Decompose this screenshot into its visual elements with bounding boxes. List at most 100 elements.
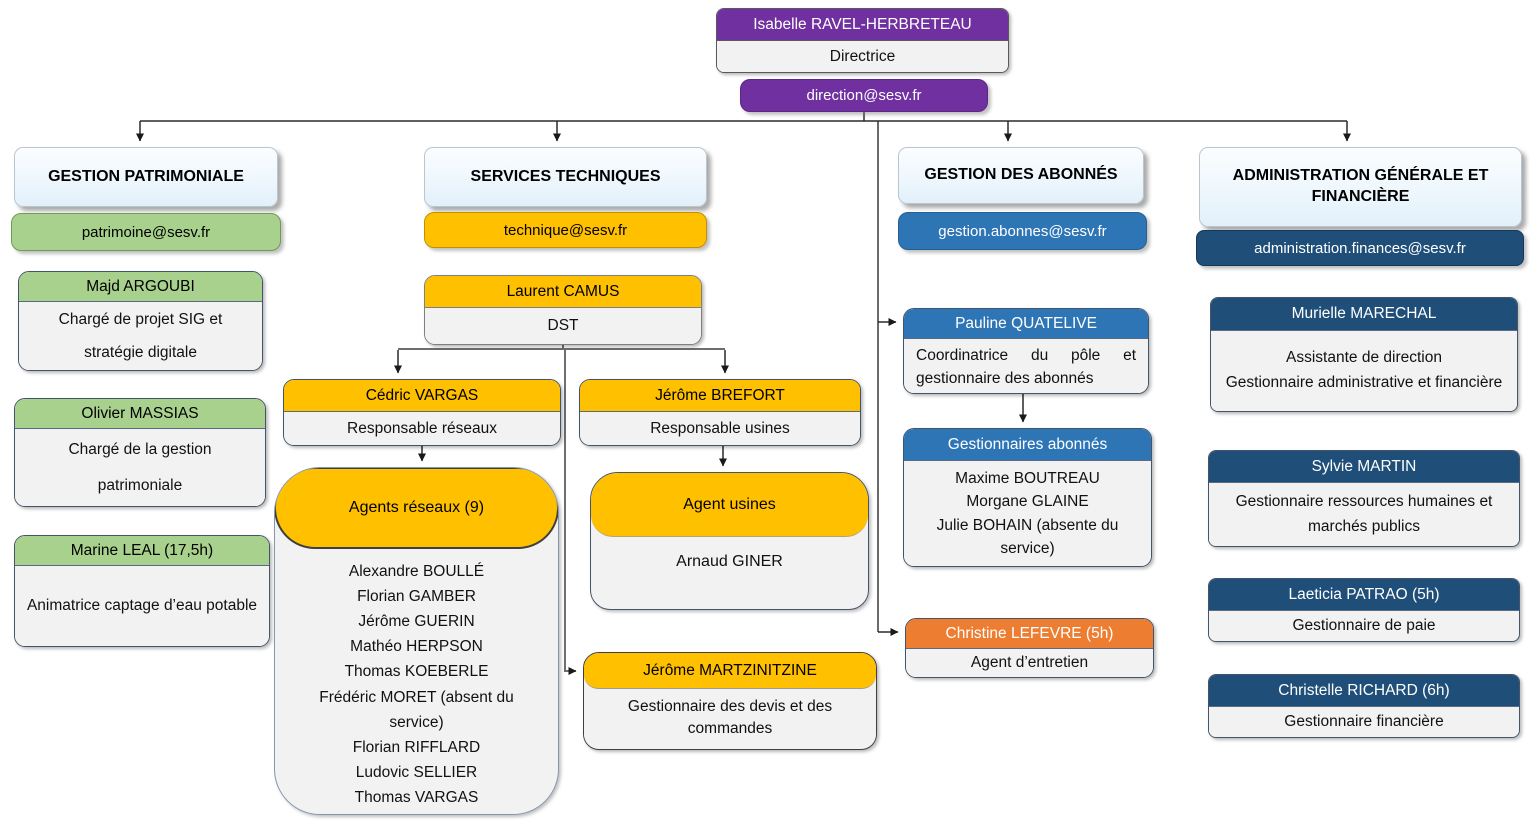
person-card-pauline-quatelive: Pauline QUATELIVE Coordinatrice du pôle …: [903, 308, 1149, 394]
person-card-sylvie-martin: Sylvie MARTIN Gestionnaire ressources hu…: [1208, 450, 1520, 547]
person-name-label: Laeticia PATRAO (5h): [1288, 585, 1440, 603]
person-role: Chargé de la gestion patrimoniale: [15, 429, 265, 506]
person-name: Cédric VARGAS: [284, 380, 560, 412]
person-card-murielle-marechal: Murielle MARECHAL Assistante de directio…: [1210, 297, 1518, 412]
person-card-christelle-richard: Christelle RICHARD (6h) Gestionnaire fin…: [1208, 674, 1520, 738]
person-card-cedric-vargas: Cédric VARGAS Responsable réseaux: [283, 379, 561, 446]
person-role: Gestionnaire ressources humaines et marc…: [1209, 483, 1519, 546]
person-card-jerome-martzinitzine: Jérôme MARTZINITZINE Gestionnaire des de…: [583, 652, 877, 750]
director-name: Isabelle RAVEL-HERBRETEAU: [717, 9, 1008, 41]
group-title: Agents réseaux (9): [275, 468, 558, 549]
person-role: Assistante de direction Gestionnaire adm…: [1211, 331, 1517, 411]
person-name-label: Christine LEFEVRE (5h): [945, 624, 1114, 642]
group-card-agents-reseaux: Agents réseaux (9) Alexandre BOULLÉ Flor…: [274, 467, 559, 815]
person-role: Gestionnaire des devis et des commandes: [584, 689, 876, 747]
person-name: Majd ARGOUBI: [19, 272, 262, 302]
dept-header-gestion-des-abonnes: GESTION DES ABONNÉS: [898, 147, 1144, 204]
person-name: Laurent CAMUS: [425, 276, 701, 308]
person-card-marine-leal: Marine LEAL (17,5h) Animatrice captage d…: [14, 535, 270, 647]
group-members: Alexandre BOULLÉ Florian GAMBER Jérôme G…: [319, 563, 514, 806]
person-role-label: Gestionnaire des devis et des commandes: [627, 697, 833, 737]
person-name-label: Laurent CAMUS: [506, 282, 620, 300]
group-members: Arnaud GINER: [676, 553, 783, 570]
director-email-label: direction@sesv.fr: [806, 87, 922, 104]
dept-title: GESTION PATRIMONIALE: [48, 167, 244, 185]
person-card-majd-argoubi: Majd ARGOUBI Chargé de projet SIG et str…: [18, 271, 263, 371]
group-title-label: Gestionnaires abonnés: [947, 435, 1108, 453]
director-role: Directrice: [717, 41, 1008, 72]
person-role-label: Responsable réseaux: [347, 419, 497, 437]
person-name: Jérôme MARTZINITZINE: [584, 653, 876, 689]
person-role: DST: [425, 308, 701, 344]
person-name: Olivier MASSIAS: [15, 399, 265, 429]
person-name-label: Marine LEAL (17,5h): [70, 541, 214, 559]
person-card-olivier-massias: Olivier MASSIAS Chargé de la gestion pat…: [14, 398, 266, 507]
dept-header-administration-generale: ADMINISTRATION GÉNÉRALE ET FINANCIÈRE: [1199, 147, 1522, 227]
group-title-label: Agents réseaux (9): [348, 499, 485, 516]
person-role-label: Responsable usines: [650, 419, 790, 437]
dept-header-gestion-patrimoniale: GESTION PATRIMONIALE: [14, 147, 278, 207]
person-role: Responsable usines: [580, 412, 860, 445]
person-name: Marine LEAL (17,5h): [15, 536, 269, 566]
person-name: Murielle MARECHAL: [1211, 298, 1517, 331]
person-role-label: Agent d’entretien: [970, 654, 1089, 671]
person-name: Christelle RICHARD (6h): [1209, 675, 1519, 707]
person-name-label: Murielle MARECHAL: [1291, 305, 1437, 322]
dept-title: GESTION DES ABONNÉS: [924, 166, 1118, 184]
dept-email-label: patrimoine@sesv.fr: [81, 223, 211, 241]
person-name-label: Majd ARGOUBI: [86, 277, 195, 295]
dept-email-label: gestion.abonnes@sesv.fr: [938, 222, 1107, 240]
dept-email-gestion-des-abonnes: gestion.abonnes@sesv.fr: [898, 212, 1147, 250]
group-title-label: Agent usines: [683, 495, 776, 513]
person-card-laeticia-patrao: Laeticia PATRAO (5h) Gestionnaire de pai…: [1208, 578, 1520, 642]
person-role-label: Gestionnaire de paie: [1292, 617, 1436, 634]
dept-email-gestion-patrimoniale: patrimoine@sesv.fr: [11, 213, 281, 251]
dept-email-administration-generale: administration.finances@sesv.fr: [1196, 230, 1524, 266]
group-card-gestionnaires-abonnes: Gestionnaires abonnés Maxime BOUTREAU Mo…: [903, 428, 1152, 567]
dept-email-label: administration.finances@sesv.fr: [1254, 239, 1466, 257]
group-members: Maxime BOUTREAU Morgane GLAINE Julie BOH…: [904, 461, 1151, 566]
person-role: Chargé de projet SIG et stratégie digita…: [19, 302, 262, 370]
director-card: Isabelle RAVEL-HERBRETEAU Directrice: [716, 8, 1009, 73]
group-title: Agent usines: [591, 473, 868, 537]
person-role: Gestionnaire financière: [1209, 707, 1519, 737]
person-role-label: Gestionnaire ressources humaines et marc…: [1235, 493, 1493, 535]
person-card-laurent-camus: Laurent CAMUS DST: [424, 275, 702, 345]
person-name: Christine LEFEVRE (5h): [906, 619, 1153, 649]
person-name: Jérôme BREFORT: [580, 380, 860, 412]
person-name: Sylvie MARTIN: [1209, 451, 1519, 483]
group-card-agent-usines: Agent usines Arnaud GINER: [590, 472, 869, 610]
director-role-label: Directrice: [829, 47, 896, 65]
person-name-label: Olivier MASSIAS: [81, 404, 199, 422]
person-name-label: Jérôme MARTZINITZINE: [643, 661, 817, 679]
dept-header-services-techniques: SERVICES TECHNIQUES: [424, 147, 707, 207]
person-name-label: Cédric VARGAS: [365, 386, 479, 404]
person-role-label: Animatrice captage d’eau potable: [26, 597, 258, 615]
person-role: Agent d’entretien: [906, 649, 1153, 677]
person-role-label: Chargé de la gestion patrimoniale: [68, 440, 212, 494]
person-role-label: Coordinatrice du pôle et gestionnaire de…: [916, 347, 1136, 388]
person-role-label: Chargé de projet SIG et stratégie digita…: [58, 310, 223, 361]
person-name-label: Pauline QUATELIVE: [955, 314, 1097, 332]
dept-email-label: technique@sesv.fr: [503, 221, 628, 239]
person-card-jerome-brefort: Jérôme BREFORT Responsable usines: [579, 379, 861, 446]
dept-email-services-techniques: technique@sesv.fr: [424, 212, 707, 248]
person-role-label: DST: [547, 317, 579, 334]
group-title: Gestionnaires abonnés: [904, 429, 1151, 461]
dept-title: ADMINISTRATION GÉNÉRALE ET FINANCIÈRE: [1232, 167, 1489, 205]
person-name-label: Christelle RICHARD (6h): [1278, 681, 1450, 699]
director-name-label: Isabelle RAVEL-HERBRETEAU: [753, 15, 972, 33]
person-role-label: Assistante de direction Gestionnaire adm…: [1225, 349, 1503, 391]
dept-title: SERVICES TECHNIQUES: [470, 167, 661, 185]
person-role-label: Gestionnaire financière: [1284, 713, 1444, 730]
person-card-christine-lefevre: Christine LEFEVRE (5h) Agent d’entretien: [905, 618, 1154, 678]
person-name: Pauline QUATELIVE: [904, 309, 1148, 339]
person-role: Gestionnaire de paie: [1209, 611, 1519, 641]
person-name-label: Sylvie MARTIN: [1311, 457, 1417, 475]
person-role: Coordinatrice du pôle et gestionnaire de…: [904, 339, 1148, 393]
person-role: Responsable réseaux: [284, 412, 560, 445]
person-name: Laeticia PATRAO (5h): [1209, 579, 1519, 611]
director-email: direction@sesv.fr: [740, 79, 988, 112]
person-role: Animatrice captage d’eau potable: [15, 566, 269, 646]
